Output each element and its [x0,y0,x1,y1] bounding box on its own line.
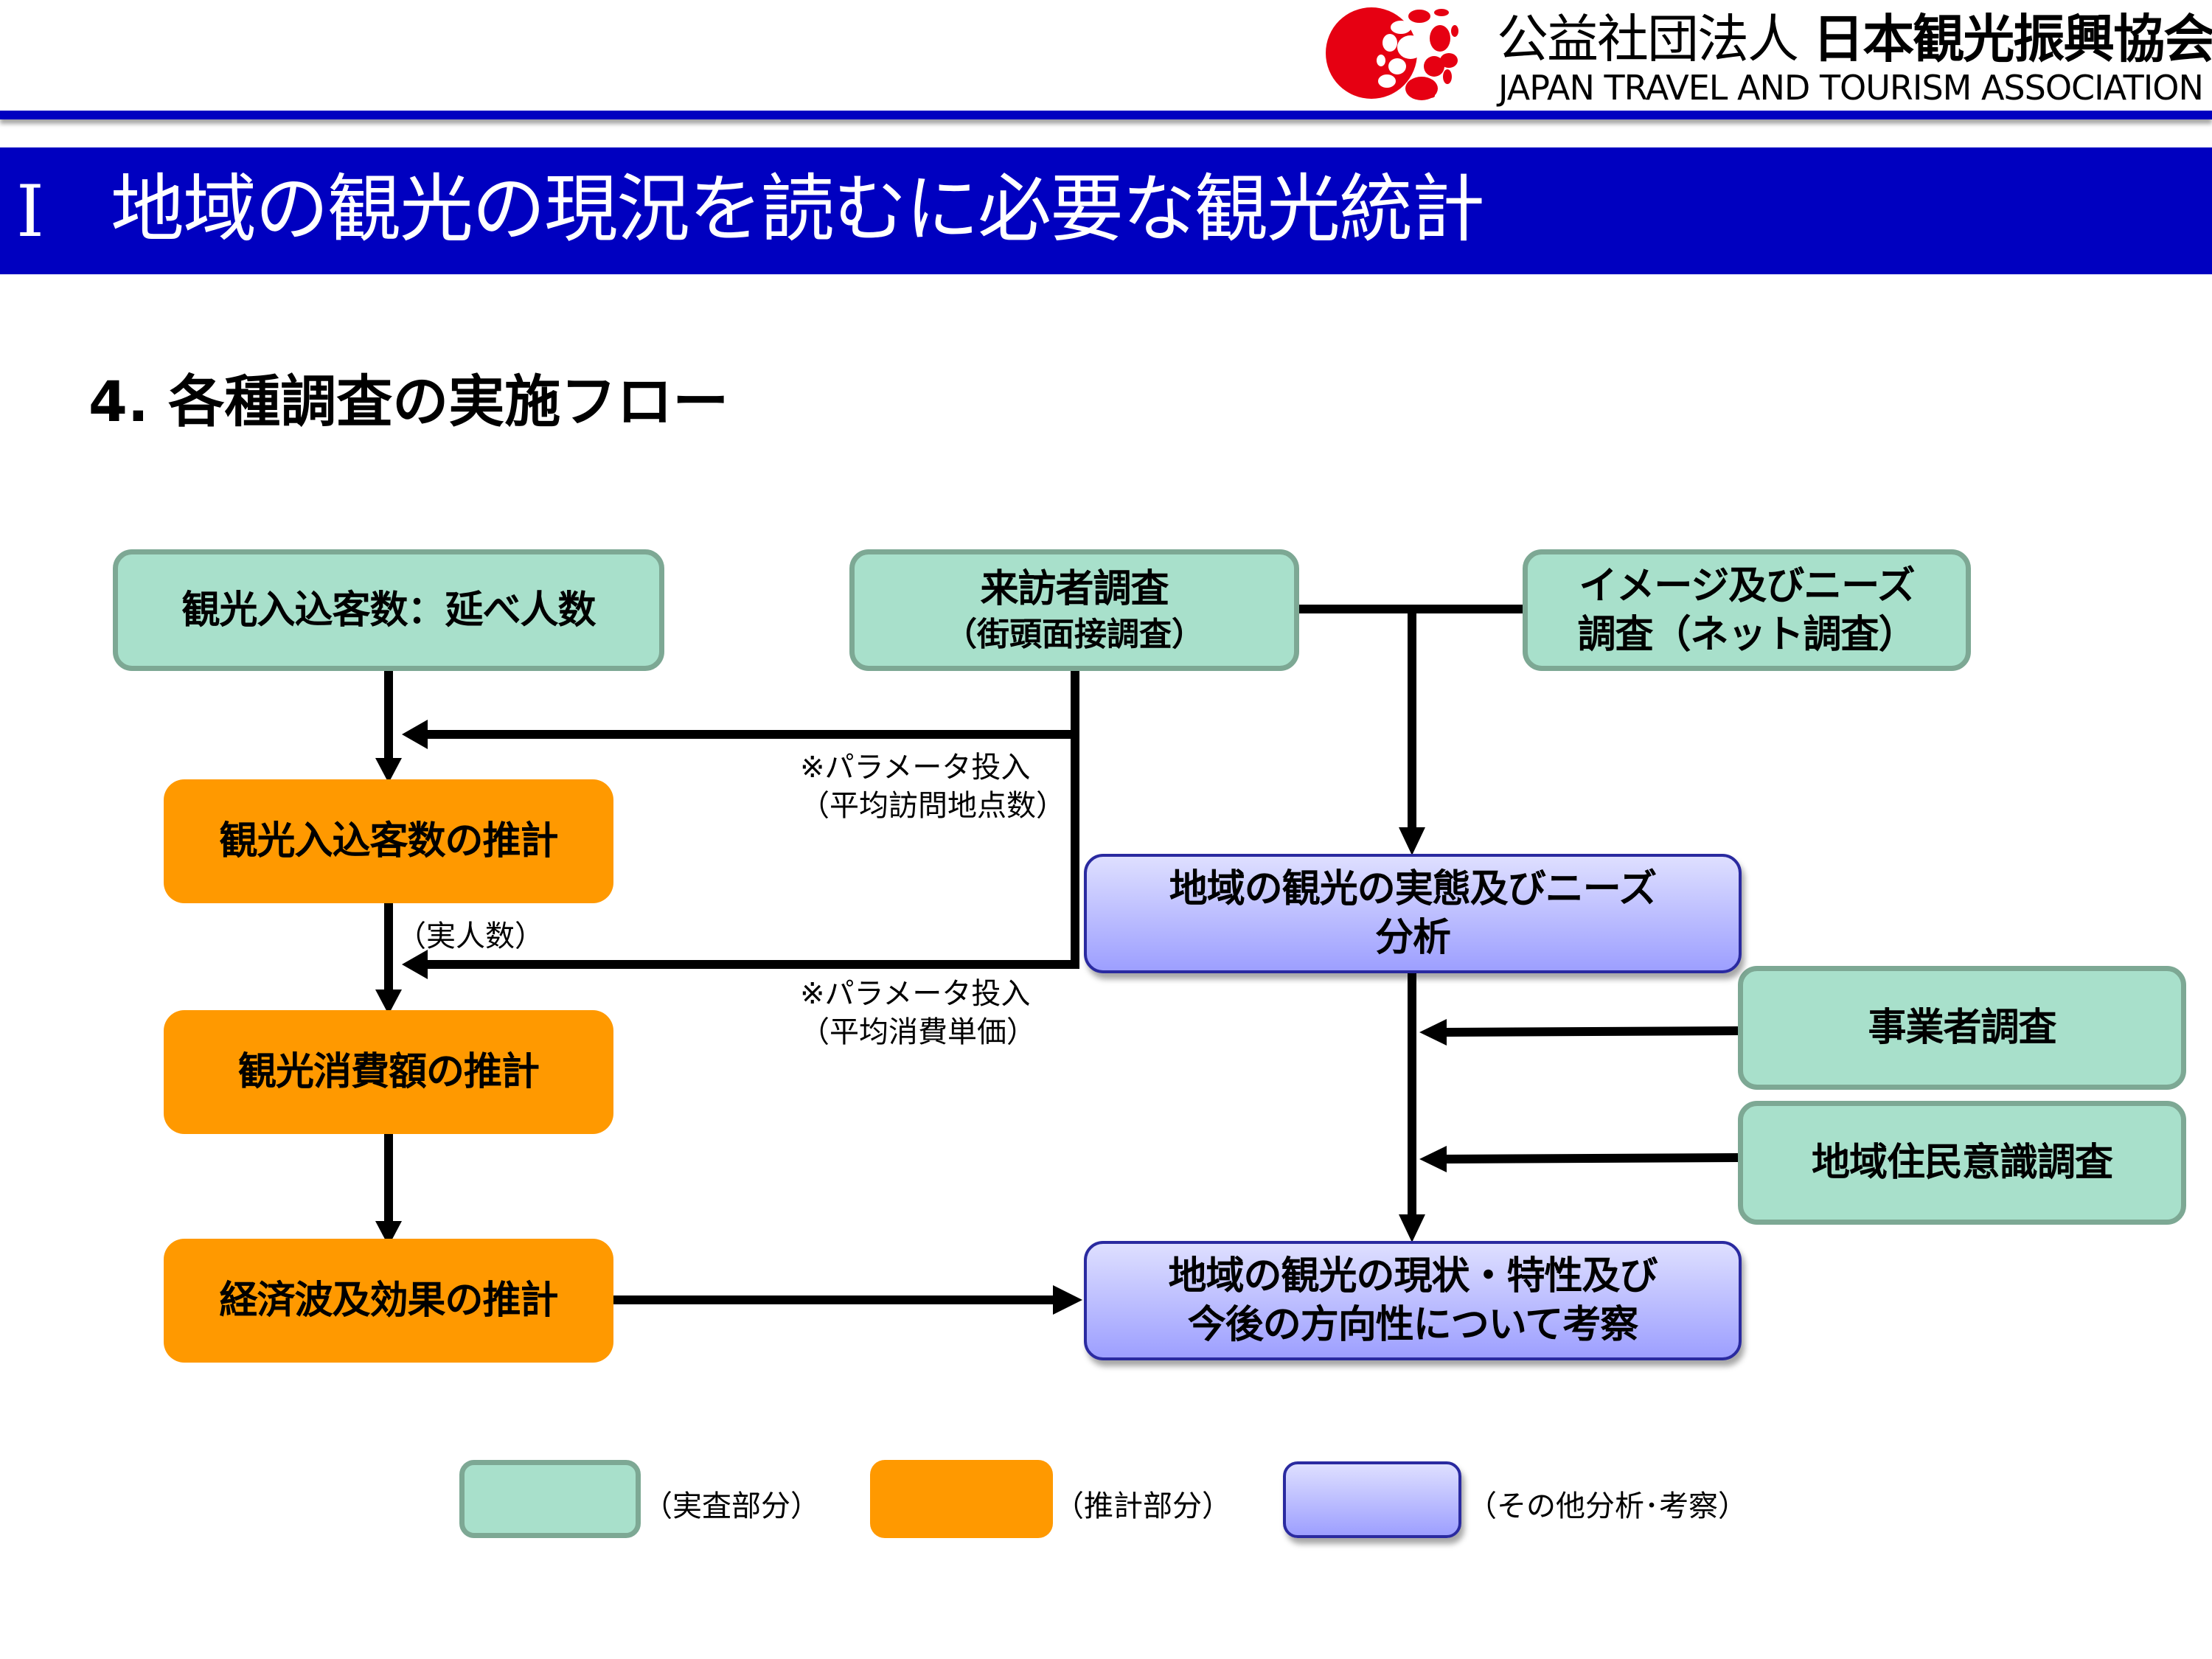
arrowhead [375,758,402,783]
arrowhead [1399,827,1425,855]
node-label-2: 調査（ネット調査） [1577,612,1916,657]
arrowhead [1419,1019,1447,1046]
node-label: 観光入込客数：延べ人数 [181,588,596,633]
header-divider [0,111,2212,119]
node-label: 来訪者調査 [980,566,1169,611]
org-prefix: 公益社団法人 [1497,9,1799,69]
node-est-tourist-count: 観光入込客数の推計 [164,779,613,903]
node-label: 観光入込客数の推計 [219,819,558,863]
section-heading: 4. 各種調査の実施フロー [88,369,729,434]
legend-label-survey: （実査部分） [643,1489,820,1523]
param-note-2-line2: （平均消費単価） [800,1015,1036,1049]
legend-swatch-survey [459,1460,641,1538]
legend-swatch-estimate [870,1460,1053,1538]
node-conclusion: 地域の観光の現状・特性及び 今後の方向性について考察 [1084,1241,1742,1360]
param-note-1-line2: （平均訪問地点数） [800,789,1065,823]
node-est-economic-effect: 経済波及効果の推計 [164,1239,613,1363]
node-sublabel: （街頭面接調査） [945,615,1204,653]
node-needs-analysis: 地域の観光の実態及びニーズ 分析 [1084,854,1742,973]
node-label-2: 今後の方向性について考察 [1187,1303,1638,1347]
node-label: 地域住民意識調査 [1811,1141,2113,1185]
node-visitor-survey: 来訪者調査 （街頭面接調査） [849,549,1299,671]
node-image-needs-survey: イメージ及びニーズ 調査（ネット調査） [1523,549,1971,671]
node-business-survey: 事業者調査 [1738,966,2186,1090]
arrowhead [402,950,428,979]
node-label-2: 分析 [1374,916,1451,960]
arrowhead [1419,1146,1447,1172]
arrowhead [402,720,428,749]
chapter-number: Ⅰ [16,170,44,253]
node-label: イメージ及びニーズ [1579,563,1915,608]
node-label: 地域の観光の現状・特性及び [1168,1254,1658,1298]
jtta-logo-icon [1316,1,1464,105]
edge-visitor-to-params [413,669,1079,969]
organization-name: 公益社団法人 日本観光振興協会 [1497,6,2212,72]
param-note-1: ※パラメータ投入 （平均訪問地点数） [800,748,1065,825]
arrowhead [1053,1285,1082,1315]
page-title: 地域の観光の現況を読むに必要な観光統計 [111,166,1485,252]
real-count-note: （実人数） [397,919,544,953]
legend-label-estimate: （推計部分） [1054,1489,1231,1523]
arrowhead [375,990,402,1015]
arrowhead [1399,1214,1425,1242]
node-resident-survey: 地域住民意識調査 [1738,1101,2186,1225]
edge-business-survey [1444,1026,1739,1037]
node-tourist-count: 観光入込客数：延べ人数 [113,549,664,671]
title-band [0,147,2212,274]
node-label: 観光消費額の推計 [237,1050,540,1094]
legend-label-analysis: （その他分析･考察） [1467,1489,1747,1523]
node-est-consumption: 観光消費額の推計 [164,1010,613,1134]
legend-swatch-analysis [1283,1461,1461,1538]
param-note-1-line1: ※パラメータ投入 [800,751,1031,785]
edge-resident-survey [1444,1153,1739,1164]
node-label: 地域の観光の実態及びニーズ [1169,867,1657,911]
node-label: 経済波及効果の推計 [219,1279,558,1323]
node-label: 事業者調査 [1868,1006,2056,1050]
org-name: 日本観光振興協会 [1812,9,2212,69]
arrowhead [375,1221,402,1246]
param-note-2-line1: ※パラメータ投入 [800,977,1031,1011]
param-note-2: ※パラメータ投入 （平均消費単価） [800,975,1036,1051]
organization-name-en: JAPAN TRAVEL AND TOURISM ASSOCIATION [1498,68,2204,108]
